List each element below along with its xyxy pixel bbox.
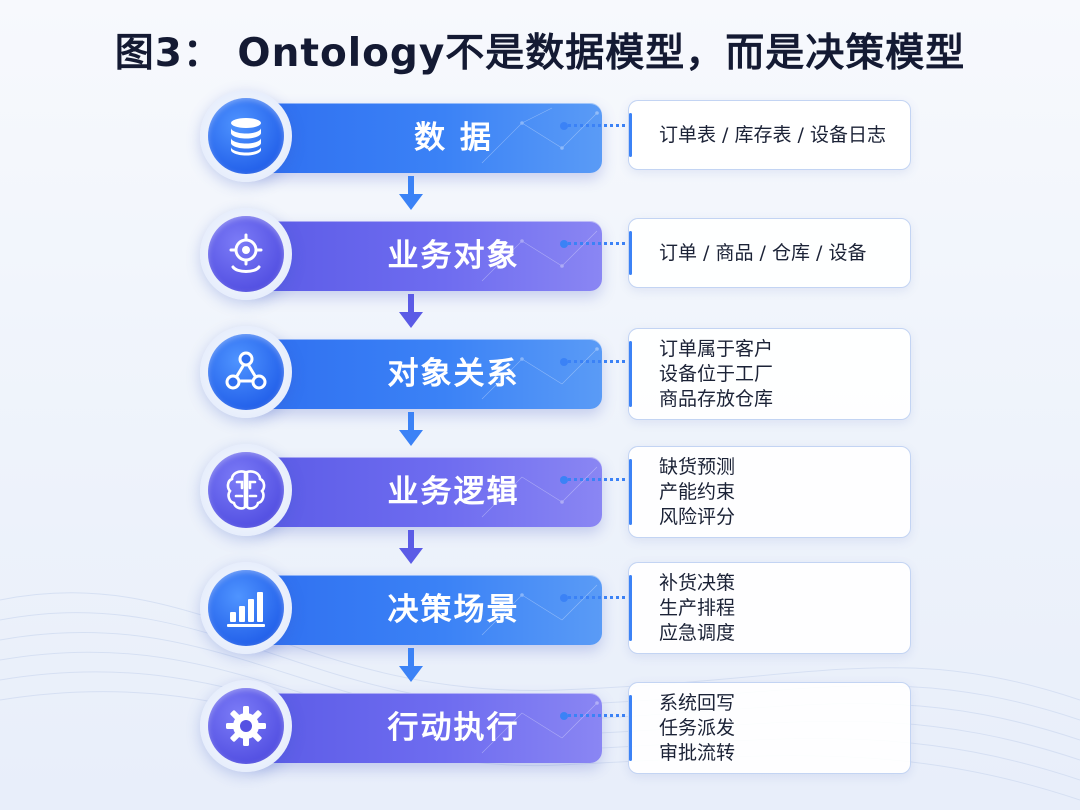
step-decision-scenarios: 决策场景 补货决策 生产排程 应急调度 — [200, 562, 920, 662]
note-line: 补货决策 — [659, 571, 736, 594]
note-line: 风险评分 — [659, 505, 736, 528]
pill-mesh-decoration — [481, 466, 598, 518]
icon-disc — [208, 334, 284, 410]
brain-circuit-icon — [226, 470, 266, 510]
note-line: 商品存放仓库 — [659, 387, 774, 410]
step-business-objects: 业务对象 订单 / 商品 / 仓库 / 设备 — [200, 208, 920, 308]
note-box: 缺货预测 产能约束 风险评分 — [628, 446, 911, 538]
note-line: 设备位于工厂 — [659, 362, 774, 385]
step-label: 行动执行 — [387, 710, 520, 746]
icon-ring — [200, 326, 292, 418]
step-pill: 决策场景 — [250, 575, 602, 645]
down-arrow-icon — [399, 648, 423, 682]
note-line: 订单 / 商品 / 仓库 / 设备 — [659, 241, 867, 264]
pill-mesh-decoration — [481, 584, 598, 636]
down-arrow-icon — [399, 176, 423, 210]
note-box: 系统回写 任务派发 审批流转 — [628, 682, 911, 774]
note-line: 缺货预测 — [659, 455, 736, 478]
network-nodes-icon — [225, 351, 267, 390]
note-line: 生产排程 — [659, 596, 736, 619]
note-line: 订单属于客户 — [659, 337, 774, 360]
step-pill: 数 据 — [250, 103, 602, 173]
note-box: 补货决策 生产排程 应急调度 — [628, 562, 911, 654]
icon-ring — [200, 208, 292, 300]
step-label: 业务逻辑 — [387, 474, 520, 510]
icon-ring — [200, 562, 292, 654]
step-label: 决策场景 — [387, 592, 520, 628]
down-arrow-icon — [399, 530, 423, 564]
dotted-connector — [563, 242, 625, 245]
note-line: 产能约束 — [659, 480, 736, 503]
step-label: 业务对象 — [387, 238, 520, 274]
step-business-logic: 业务逻辑 缺货预测 产能约束 风险评分 — [200, 444, 920, 544]
pill-mesh-decoration — [481, 107, 599, 164]
step-label: 数 据 — [414, 120, 493, 156]
step-pill: 业务逻辑 — [250, 457, 602, 527]
dotted-connector — [563, 360, 625, 363]
page-title: 图3： Ontology不是数据模型，而是决策模型 — [114, 31, 966, 76]
step-data: 数 据 订单表 / 库存表 / 设备日志 — [200, 90, 920, 190]
down-arrow-icon — [399, 294, 423, 328]
note-box: 订单 / 商品 / 仓库 / 设备 — [628, 218, 911, 288]
icon-ring — [200, 680, 292, 772]
icon-disc — [208, 688, 284, 764]
target-location-icon — [229, 233, 263, 273]
step-label: 对象关系 — [387, 356, 520, 392]
note-box: 订单表 / 库存表 / 设备日志 — [628, 100, 911, 170]
dotted-connector — [563, 596, 625, 599]
bar-chart-icon — [227, 592, 265, 627]
icon-ring — [200, 444, 292, 536]
note-line: 应急调度 — [659, 621, 736, 644]
note-line: 订单表 / 库存表 / 设备日志 — [659, 123, 886, 146]
down-arrow-icon — [399, 412, 423, 446]
pill-mesh-decoration — [481, 347, 599, 400]
dotted-connector — [563, 714, 625, 717]
note-box: 订单属于客户 设备位于工厂 商品存放仓库 — [628, 328, 911, 420]
note-line: 审批流转 — [659, 741, 736, 764]
dotted-connector — [563, 478, 625, 481]
database-icon — [231, 118, 261, 156]
step-action-execution: 行动执行 系统回写 任务派发 审批流转 — [200, 680, 920, 780]
pill-mesh-decoration — [481, 701, 599, 754]
step-object-relations: 对象关系 订单属于客户 设备位于工厂 商品存放仓库 — [200, 326, 920, 426]
dotted-connector — [563, 124, 625, 127]
icon-disc — [208, 452, 284, 528]
gear-icon — [226, 706, 266, 746]
step-pill: 对象关系 — [250, 339, 602, 409]
icon-disc — [208, 570, 284, 646]
note-line: 系统回写 — [659, 691, 736, 714]
icon-ring — [200, 90, 292, 182]
icon-disc — [208, 98, 284, 174]
step-pill: 行动执行 — [250, 693, 602, 763]
note-line: 任务派发 — [659, 716, 736, 739]
step-pill: 业务对象 — [250, 221, 602, 291]
icon-disc — [208, 216, 284, 292]
pill-mesh-decoration — [481, 230, 598, 282]
